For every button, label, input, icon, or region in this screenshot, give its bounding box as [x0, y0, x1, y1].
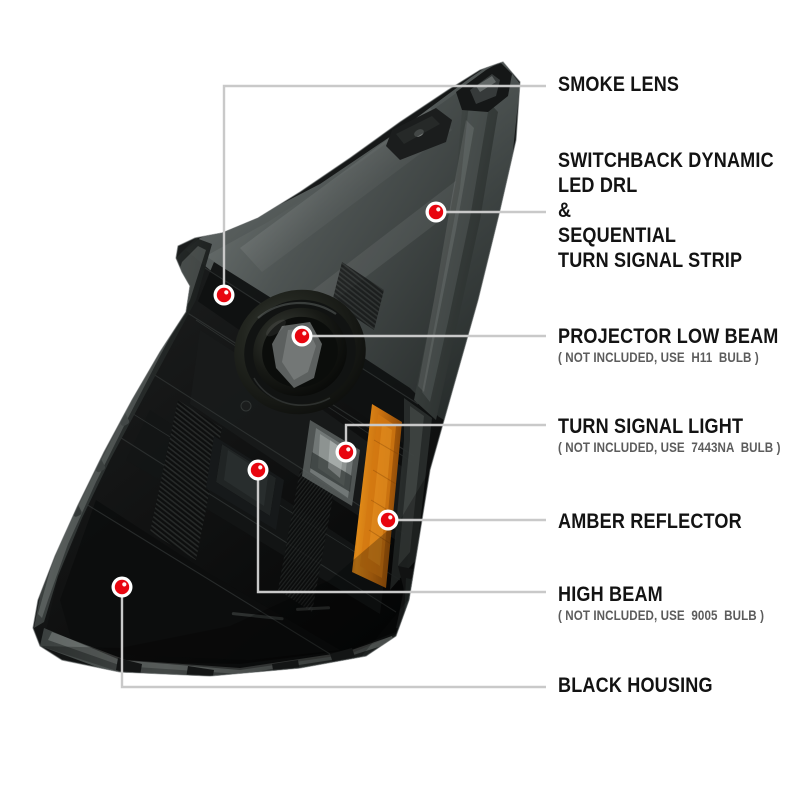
high-beam-unit	[206, 436, 284, 530]
callout-title-switchback-drl: SWITCHBACK DYNAMIC LED DRL & SEQUENTIAL …	[558, 149, 774, 272]
callout-title-turn-signal-light: TURN SIGNAL LIGHT	[558, 415, 744, 438]
callout-dot-turn-signal-light[interactable]	[335, 441, 357, 463]
callout-dot-smoke-lens[interactable]	[213, 284, 235, 306]
callout-turn-signal-light: TURN SIGNAL LIGHT ( NOT INCLUDED, USE 744…	[558, 414, 800, 456]
callout-title-smoke-lens: SMOKE LENS	[558, 73, 680, 96]
callout-title-amber-reflector: AMBER REFLECTOR	[558, 510, 742, 533]
callout-dot-high-beam[interactable]	[247, 459, 269, 481]
callout-subtitle-high-beam: ( NOT INCLUDED, USE 9005 BULB )	[558, 608, 765, 623]
callout-switchback-drl: SWITCHBACK DYNAMIC LED DRL & SEQUENTIAL …	[558, 148, 800, 273]
upper-mount-bracket	[386, 108, 452, 160]
molded-marking	[231, 606, 331, 621]
callout-title-high-beam: HIGH BEAM	[558, 583, 663, 606]
leader-line-black-housing	[120, 587, 546, 689]
callout-subtitle-turn-signal-light: ( NOT INCLUDED, USE 7443NA BULB )	[558, 440, 781, 455]
callout-high-beam: HIGH BEAM ( NOT INCLUDED, USE 9005 BULB )	[558, 582, 798, 624]
callout-dot-projector-low-beam[interactable]	[291, 325, 313, 347]
callout-dot-switchback-drl[interactable]	[425, 201, 447, 223]
callout-subtitle-projector-low-beam: ( NOT INCLUDED, USE H11 BULB )	[558, 350, 759, 365]
callout-dot-amber-reflector[interactable]	[377, 509, 399, 531]
callout-black-housing: BLACK HOUSING	[558, 673, 738, 698]
callout-dot-black-housing[interactable]	[111, 576, 133, 598]
callout-amber-reflector: AMBER REFLECTOR	[558, 509, 772, 534]
callout-title-black-housing: BLACK HOUSING	[558, 674, 713, 697]
callout-title-projector-low-beam: PROJECTOR LOW BEAM	[558, 325, 779, 348]
amber-reflector-strip	[352, 404, 402, 588]
projector-low-beam-unit	[234, 289, 366, 415]
leader-line-smoke-lens	[222, 84, 546, 295]
callout-projector-low-beam: PROJECTOR LOW BEAM ( NOT INCLUDED, USE H1…	[558, 324, 800, 366]
callout-smoke-lens: SMOKE LENS	[558, 72, 699, 97]
leader-line-high-beam	[256, 470, 546, 594]
leader-line-turn-signal-light	[344, 423, 546, 452]
